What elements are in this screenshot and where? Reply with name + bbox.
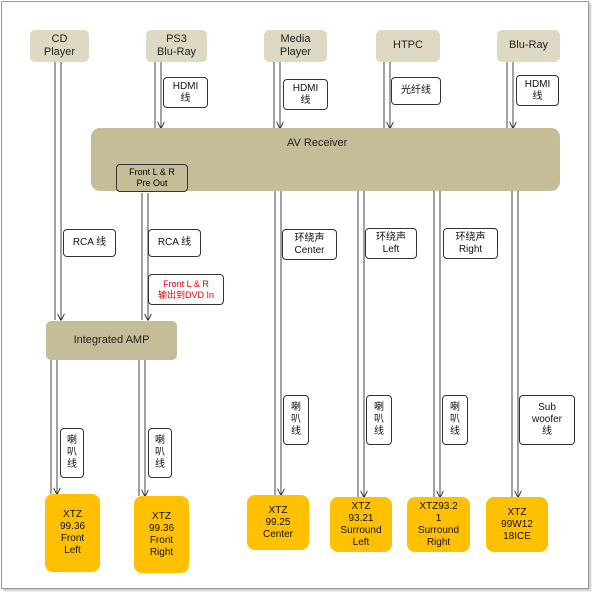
arrow-htpc-to-receiver bbox=[383, 62, 390, 128]
arrow-receiver-to-subwoofer bbox=[511, 191, 518, 497]
speaker-surround-left: XTZ 93.21 Surround Left bbox=[330, 497, 392, 552]
cable-label-optical-htpc: 光纤线 bbox=[391, 77, 441, 105]
receiver-front-pre-out: Front L & R Pre Out bbox=[116, 164, 188, 192]
cable-label-rca-preout: RCA 线 bbox=[148, 229, 201, 257]
arrow-receiver-to-surround-left bbox=[357, 191, 364, 497]
arrow-receiver-to-surround-right bbox=[433, 191, 440, 497]
av-receiver-title: AV Receiver bbox=[287, 137, 348, 149]
speaker-front-right: XTZ 99.36 Front Right bbox=[134, 496, 189, 573]
cable-label-subwoofer: Sub woofer 线 bbox=[519, 395, 575, 445]
cable-label-speaker-front-left: 喇 叭 线 bbox=[60, 428, 84, 478]
source-cd-player: CD Player bbox=[30, 30, 89, 62]
speaker-surround-right: XTZ93.2 1 Surround Right bbox=[407, 497, 470, 552]
source-ps3-bluray: PS3 Blu-Ray bbox=[146, 30, 207, 62]
cable-label-surround-left: 环绕声 Left bbox=[365, 228, 417, 259]
cable-label-surround-right: 环绕声 Right bbox=[443, 228, 498, 259]
cable-label-hdmi-media: HDMI 线 bbox=[283, 79, 328, 110]
cable-label-front-to-dvd: Front L & R 输出到DVD In bbox=[148, 274, 224, 305]
arrow-ps3-to-receiver bbox=[154, 62, 161, 128]
speaker-center: XTZ 99.25 Center bbox=[247, 495, 309, 550]
arrow-amp-to-front-left bbox=[50, 360, 57, 494]
cable-label-speaker-surround-right: 喇 叭 线 bbox=[442, 395, 468, 445]
cable-label-rca-cd: RCA 线 bbox=[63, 229, 116, 257]
cable-label-speaker-front-right: 喇 叭 线 bbox=[148, 428, 172, 478]
source-media-player: Media Player bbox=[264, 30, 327, 62]
source-bluray: Blu-Ray bbox=[497, 30, 560, 62]
arrow-amp-to-front-right bbox=[138, 360, 145, 496]
speaker-front-left: XTZ 99.36 Front Left bbox=[45, 494, 100, 572]
cable-label-center: 环绕声 Center bbox=[282, 229, 337, 260]
cable-label-speaker-surround-left: 喇 叭 线 bbox=[366, 395, 392, 445]
arrow-media-to-receiver bbox=[273, 62, 280, 128]
source-htpc: HTPC bbox=[376, 30, 440, 62]
cable-label-speaker-center: 喇 叭 线 bbox=[283, 395, 309, 445]
speaker-subwoofer: XTZ 99W12 18ICE bbox=[486, 497, 548, 552]
cable-label-hdmi-ps3: HDMI 线 bbox=[163, 77, 208, 108]
arrow-bluray-to-receiver bbox=[506, 62, 513, 128]
arrow-cd-to-amp bbox=[54, 62, 61, 320]
cable-label-hdmi-bluray: HDMI 线 bbox=[516, 75, 559, 106]
arrow-receiver-to-center bbox=[274, 191, 281, 495]
integrated-amp: Integrated AMP bbox=[46, 321, 177, 360]
